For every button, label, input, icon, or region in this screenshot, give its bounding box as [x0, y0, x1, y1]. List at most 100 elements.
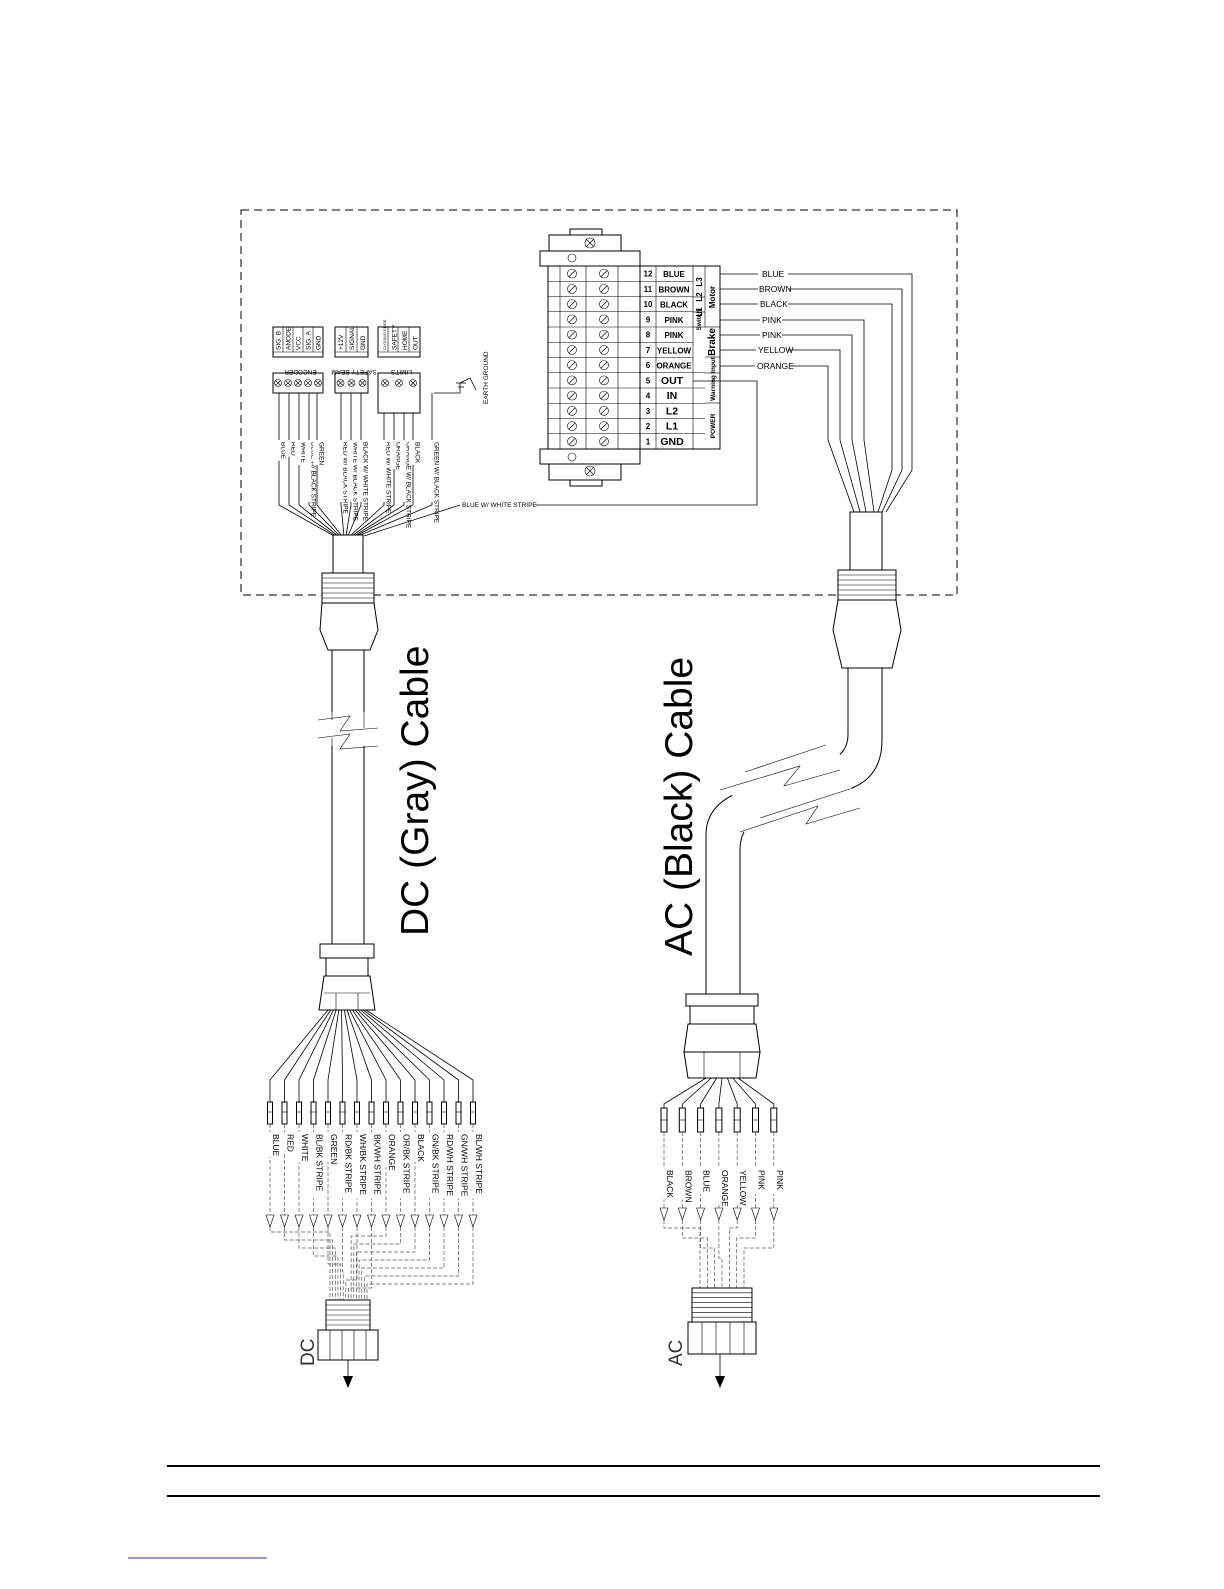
group-input: Input — [710, 356, 717, 373]
ac-pin-triangle — [696, 1207, 706, 1221]
ac-wire-label-yellow: YELLOW — [758, 345, 793, 355]
dc-wire-ferrule — [470, 1101, 476, 1125]
terminal-label: BLACK — [660, 301, 688, 310]
ac-wire-label-black: BLACK — [760, 299, 788, 309]
dc-pin-triangle — [309, 1214, 318, 1228]
dc-wire-ferrule — [412, 1101, 418, 1125]
connector-pin-label: SIG. A — [306, 331, 313, 350]
ac-wire-label-brown: BROWN — [759, 284, 792, 294]
dc-pin-triangle — [338, 1214, 347, 1228]
terminal-label: ORANGE — [656, 362, 692, 371]
connector-pin-label: CLOSING EDGE — [382, 319, 387, 350]
terminal-number: 9 — [646, 315, 651, 324]
terminal-label: L1 — [666, 421, 678, 433]
terminal-label: IN — [667, 390, 678, 402]
phase-l3: L3 — [695, 277, 704, 287]
dc-cable-title: DC (Gray) Cable — [394, 646, 437, 936]
control-enclosure-boundary — [240, 209, 958, 596]
terminal-screw — [567, 390, 577, 401]
ac-cable-title: AC (Black) Cable — [658, 657, 701, 956]
dc-enclosure-wire-label: GREEN W/ BLACK STRIPE — [433, 442, 440, 524]
ac-cable-wire-label: PINK — [757, 1170, 767, 1190]
group-brake: Brake — [707, 328, 718, 356]
ac-pin-triangle — [751, 1207, 760, 1221]
dc-enclosure-wire-label: BLUE W/ BLACK STRIPE — [310, 442, 317, 518]
ac-cable: AC (Black) Cable — [658, 511, 902, 1079]
connector-pin-label: SAFETY — [391, 324, 398, 350]
terminal-label: BLUE — [663, 270, 685, 279]
terminal-number: 1 — [646, 437, 651, 446]
dc-cable-wire-label: GN/BK STRIPE — [431, 1134, 441, 1194]
connector-title: LIMITS — [390, 368, 412, 375]
terminal-screw — [567, 375, 577, 386]
ac-cable-wire-label: BROWN — [683, 1170, 693, 1203]
ac-cable-wire-label: YELLOW — [738, 1170, 748, 1205]
dc-wire-ferrule — [383, 1101, 389, 1125]
terminal-label: YELLOW — [657, 346, 692, 355]
blue-white-stripe-label: BLUE W/ WHITE STRIPE — [462, 502, 537, 509]
dc-cable-wire-label: WHITE — [300, 1134, 310, 1162]
dc-pin-triangle — [396, 1214, 405, 1228]
dc-wire-ferrule — [267, 1101, 273, 1125]
ac-pin-triangle — [732, 1207, 742, 1221]
group-power: POWER — [710, 413, 717, 438]
group-switch: Switch — [696, 309, 703, 330]
dc-cable-wire-label: ORANGE — [387, 1134, 397, 1171]
connector-pin-label: HOME — [402, 330, 409, 350]
dc-enclosure-wire-label: WHITE W/ BLACK STRIPE — [352, 442, 359, 522]
dc-pin-triangle — [439, 1214, 449, 1228]
terminal-screw — [567, 299, 577, 309]
terminal-number: 6 — [646, 361, 651, 370]
terminal-label: L2 — [666, 405, 678, 417]
terminal-number: 11 — [644, 285, 653, 294]
dc-pin-triangle — [454, 1214, 463, 1228]
dc-pin-triangle — [468, 1214, 478, 1228]
dc-cable-wire-label: RED — [286, 1134, 296, 1152]
ac-wire-label-pink-2: PINK — [762, 330, 782, 340]
dc-cable-wire-label: RD/BK STRIPE — [344, 1134, 354, 1193]
group-warning: Warning — [710, 375, 717, 401]
terminal-number: 8 — [646, 331, 651, 340]
connector-pin-label: GND — [316, 335, 323, 350]
terminal-label: GND — [660, 436, 684, 448]
dc-cable-wire-label: BL/BK STRIPE — [315, 1134, 325, 1191]
terminal-number: 12 — [644, 270, 653, 279]
dc-wire-ferrule — [441, 1101, 447, 1125]
dc-enclosure-wire-label: GREEN — [318, 442, 325, 465]
ac-pin-triangle — [659, 1207, 669, 1221]
ac-pin-triangle — [677, 1207, 687, 1221]
dc-cable-wire-label: BK/WH STRIPE — [373, 1134, 383, 1195]
dc-cable-wire-label: BL/WH STRIPE — [474, 1134, 484, 1194]
connector-pin-label: SIG. B — [276, 331, 283, 350]
dc-wire-ferrule — [310, 1101, 317, 1125]
dc-enclosure-wire-label: BLUE — [280, 442, 287, 460]
dc-wire-ferrule — [296, 1101, 302, 1125]
connector-pin-label: GND — [360, 335, 367, 350]
dc-pin-triangle — [410, 1214, 420, 1228]
terminal-number: 3 — [646, 407, 651, 416]
dc-enclosure-wire-label: BLACK W/ WHITE STRIPE — [362, 442, 369, 522]
terminal-screw — [567, 268, 577, 279]
dc-cable-wire-label: GREEN — [329, 1134, 339, 1164]
connector-pin-label: VCC — [296, 336, 303, 350]
terminal-label: PINK — [664, 331, 683, 340]
phase-l2: L2 — [695, 292, 704, 302]
dc-enclosure-wire-label: ORANGE W/ BLACK STRIPE — [405, 442, 412, 529]
earth-ground-label: EARTH GROUND — [483, 351, 490, 404]
dc-pin-triangle — [323, 1214, 333, 1228]
dc-enclosure-wire-label: RED — [290, 442, 297, 456]
dc-connector-label: DC — [298, 1339, 319, 1366]
earth-ground-symbol: EARTH GROUND — [434, 351, 490, 404]
dc-wire-ferrule — [426, 1101, 433, 1125]
ac-pin-triangle — [769, 1207, 779, 1221]
dc-wire-ferrule — [325, 1101, 331, 1125]
connector-title: SAFETY BEAM — [331, 368, 376, 375]
terminal-screw — [567, 284, 577, 294]
dc-enclosure-wire-label: RED W/ WHITE STRIPE — [385, 442, 392, 514]
dc-enclosure-wire-label: RED W/ BLACK STRIPE — [342, 442, 349, 515]
dc-wire-ferrule — [455, 1101, 462, 1125]
group-motor: Motor — [708, 286, 717, 308]
